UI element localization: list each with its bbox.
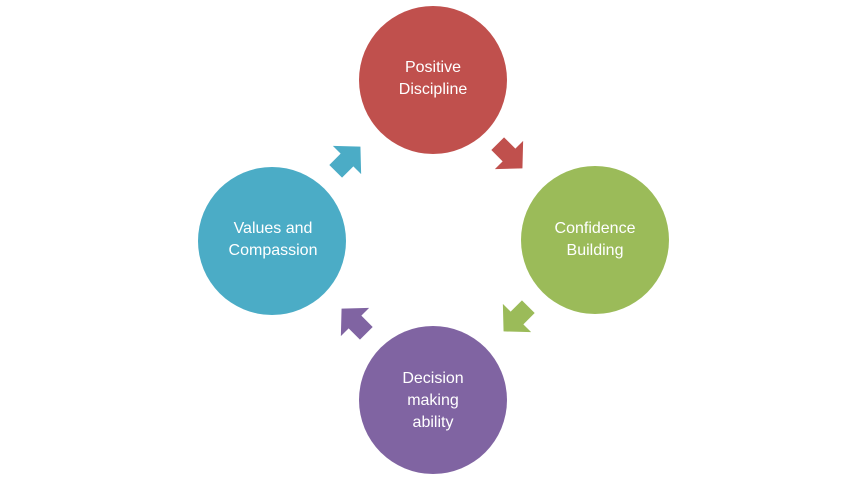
- label-line: Compassion: [228, 242, 318, 259]
- node-confidence-building-circle: [521, 166, 669, 314]
- node-label-confidence-building: Confidence Building: [530, 218, 660, 262]
- arrow-icon-green: [502, 300, 535, 333]
- label-line: making: [407, 392, 459, 409]
- label-line: Values and: [233, 220, 313, 237]
- node-label-values-compassion: Values and Compassion: [208, 218, 338, 262]
- label-line: Building: [566, 242, 624, 259]
- node-positive-discipline-circle: [359, 6, 507, 154]
- node-label-decision-making: Decision making ability: [368, 368, 498, 434]
- arrow-icon-blue: [329, 145, 362, 178]
- label-line: Confidence: [554, 220, 636, 237]
- node-decision-making-circle: [359, 326, 507, 474]
- node-label-positive-discipline: Positive Discipline: [368, 57, 498, 101]
- label-line: Discipline: [398, 81, 468, 98]
- label-line: Positive: [404, 59, 462, 76]
- arrow-icon-purple: [340, 307, 373, 340]
- label-line: ability: [412, 414, 454, 431]
- arrow-icon-red: [491, 137, 524, 170]
- label-line: Decision: [402, 370, 464, 387]
- node-values-compassion-circle: [198, 167, 346, 315]
